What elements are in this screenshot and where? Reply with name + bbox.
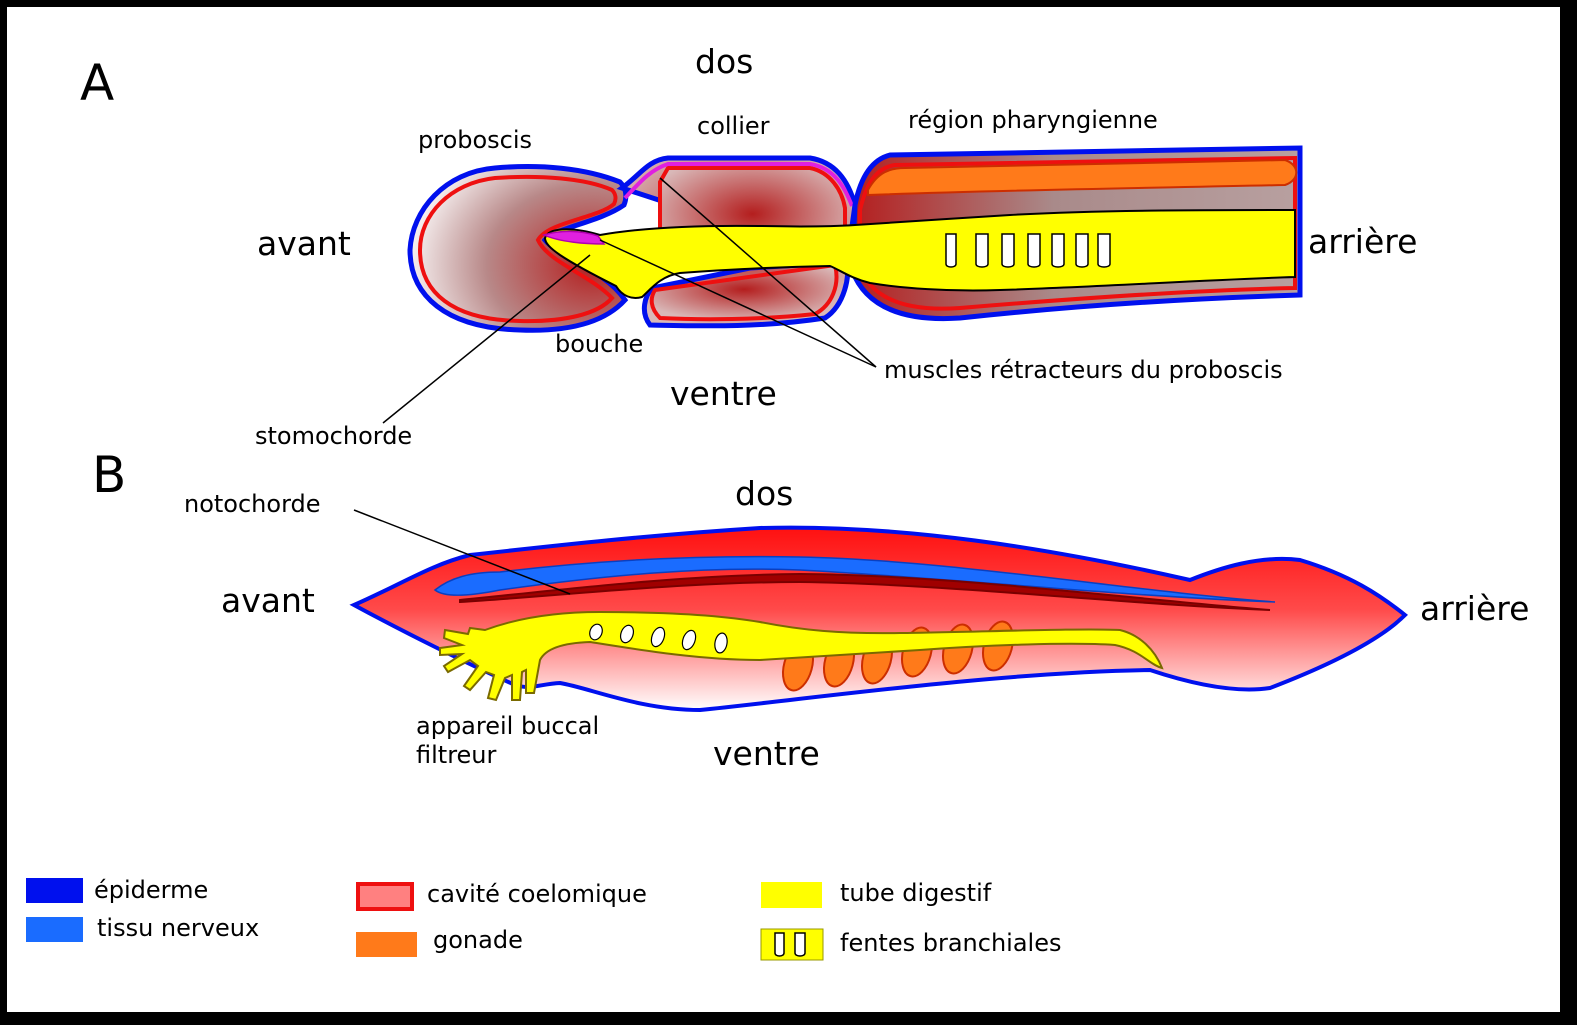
panel-b-dorsal-label: dos bbox=[735, 474, 793, 513]
notochord-b bbox=[459, 572, 1271, 611]
collar-coelom-ventral bbox=[649, 262, 839, 322]
gill-slit bbox=[794, 932, 806, 957]
gill-slit bbox=[714, 632, 728, 654]
panel-b: B dos ventre avant arrière notochorde ap… bbox=[92, 446, 1529, 773]
legend-label-digestive-tube: tube digestif bbox=[840, 879, 992, 907]
legend-swatch-coelom bbox=[356, 882, 414, 911]
gill-slit bbox=[1001, 233, 1015, 268]
panel-b-anterior-label: avant bbox=[221, 581, 315, 620]
figure-frame: A dos ventre avant arrière proboscis col… bbox=[7, 7, 1560, 1012]
legend-swatch-digestive-tube bbox=[761, 882, 822, 908]
panel-a-ventral-label: ventre bbox=[670, 374, 777, 413]
gill-slit bbox=[975, 233, 989, 268]
panel-a-dorsal-label: dos bbox=[695, 42, 753, 81]
panel-b-posterior-label: arrière bbox=[1420, 589, 1529, 628]
proboscis-epidermis bbox=[407, 164, 629, 333]
legend-label-nervous-tissue: tissu nerveux bbox=[97, 914, 259, 942]
gill-slits-a bbox=[945, 233, 1111, 268]
panel-a: A dos ventre avant arrière proboscis col… bbox=[80, 42, 1417, 450]
legend-swatch-epidermis bbox=[26, 878, 83, 903]
collar-label: collier bbox=[697, 112, 770, 140]
panel-b-ventral-label: ventre bbox=[713, 734, 820, 773]
panel-b-letter: B bbox=[92, 446, 126, 504]
legend-swatch-gonad bbox=[356, 932, 417, 957]
proboscis-coelom bbox=[417, 174, 618, 324]
gill-slits-b bbox=[589, 623, 728, 654]
gill-slit bbox=[681, 629, 697, 651]
panel-a-letter: A bbox=[80, 54, 114, 112]
legend-gill-swatch-bg bbox=[760, 928, 824, 961]
digestive-tube-a bbox=[543, 208, 1296, 299]
stomochord-label: stomochorde bbox=[255, 422, 412, 450]
legend-label-gonad: gonade bbox=[433, 926, 523, 954]
muscle-leader-2 bbox=[659, 177, 877, 368]
gill-slit bbox=[945, 233, 957, 268]
gill-slit bbox=[774, 932, 785, 957]
mouth-label: bouche bbox=[555, 330, 643, 358]
legend-label-epidermis: épiderme bbox=[94, 876, 208, 904]
gill-slit bbox=[1075, 233, 1089, 268]
legend: épiderme tissu nerveux cavité coelomique… bbox=[26, 876, 1061, 961]
legend-label-gill-slits: fentes branchiales bbox=[840, 929, 1061, 957]
panel-a-anterior-label: avant bbox=[257, 224, 351, 263]
pharyngeal-coelom bbox=[858, 155, 1297, 311]
gill-slit bbox=[650, 626, 666, 648]
nerve-cord-b bbox=[433, 555, 1276, 603]
collar-nerve-cord bbox=[623, 162, 854, 207]
legend-swatch-gill-slits bbox=[760, 928, 824, 961]
filter-apparatus-label-line1: appareil buccal bbox=[416, 712, 599, 740]
gill-slit bbox=[619, 624, 635, 644]
anatomy-diagram: A dos ventre avant arrière proboscis col… bbox=[26, 42, 1529, 961]
pharyngeal-region-label: région pharyngienne bbox=[908, 106, 1158, 134]
gill-slit bbox=[589, 623, 603, 641]
gonad-a bbox=[867, 158, 1298, 197]
filter-apparatus-label-line2: filtreur bbox=[416, 741, 497, 769]
legend-swatch-nervous-tissue bbox=[26, 917, 83, 942]
gill-slit bbox=[1051, 233, 1065, 268]
gill-slit bbox=[1027, 233, 1041, 268]
panel-a-posterior-label: arrière bbox=[1308, 222, 1417, 261]
muscle-leader-1 bbox=[599, 239, 877, 368]
stomochord-leader bbox=[382, 254, 591, 424]
legend-label-coelom: cavité coelomique bbox=[427, 880, 647, 908]
notochord-leader bbox=[353, 509, 571, 595]
proboscis-label: proboscis bbox=[418, 126, 532, 154]
retractor-muscles-label: muscles rétracteurs du proboscis bbox=[884, 356, 1283, 384]
notochord-label: notochorde bbox=[184, 490, 321, 518]
gill-slit bbox=[1097, 233, 1111, 268]
